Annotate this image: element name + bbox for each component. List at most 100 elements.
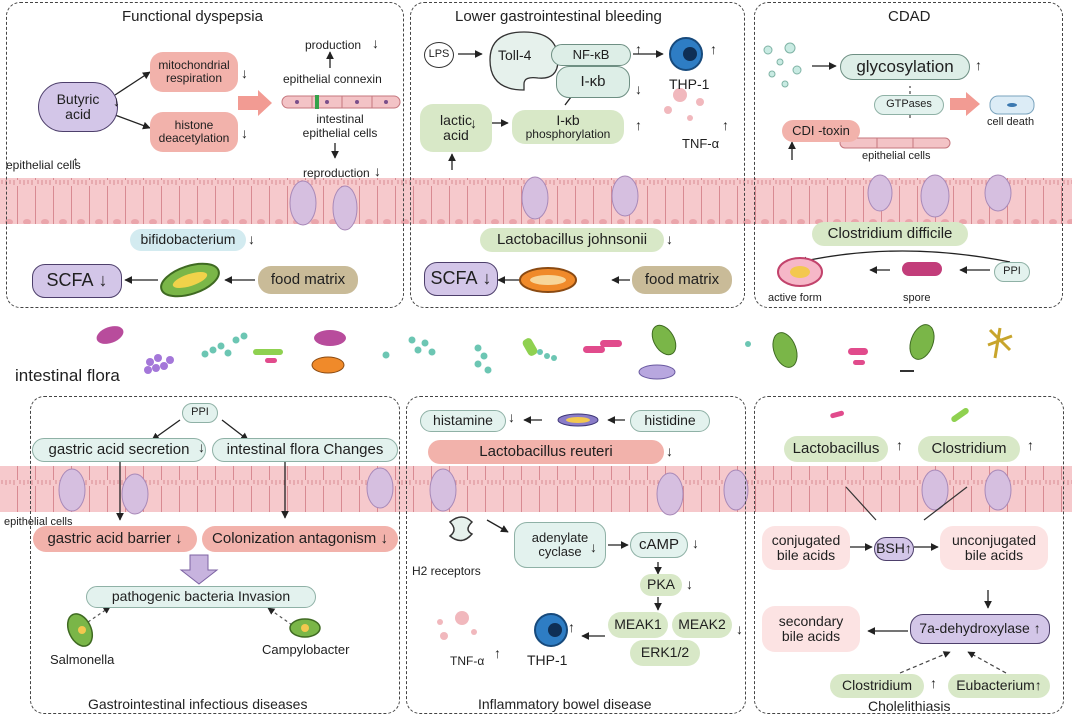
lactobacillus-node: Lactobacillus (784, 436, 888, 462)
clostridium2-label: Clostridium (841, 677, 912, 694)
lactic-acid-node: lactic acid (420, 104, 492, 152)
scfa-node: SCFA ↓ (32, 264, 122, 298)
lreuteri-node: Lactobacillus reuteri (428, 440, 664, 464)
lactic-acid-label: lactic acid (440, 111, 472, 143)
ac-label-1: adenylate (531, 529, 589, 545)
campylobacter-bacterium (289, 618, 321, 638)
histamine-node: histamine (420, 410, 506, 432)
lps-label: LPS (428, 48, 450, 61)
goblet-cell (121, 473, 149, 515)
glycosylation-label: glycosylation (856, 56, 954, 76)
salmon-arrow (950, 92, 980, 116)
down-arrow: ↓ (666, 231, 673, 247)
goblet-cell (366, 467, 394, 509)
bifido-label: bifidobacterium (140, 231, 236, 248)
ikb-phos-label-1: I-κb (556, 111, 580, 128)
h2-receptor-shape (448, 516, 474, 542)
lacto-johnsonii-label: Lactobacillus johnsonii (496, 230, 648, 248)
down-arrow: ↓ (374, 163, 381, 179)
gastric-acid-barrier-node: gastric acid barrier ↓ (33, 526, 197, 552)
gastric-acid-secretion-node: gastric acid secretion (32, 438, 206, 462)
scfa-label: SCFA (46, 270, 94, 291)
pka-node: PKA (640, 574, 682, 596)
c-difficile-node: Clostridium difficile (812, 222, 968, 246)
iec-label: intestinal epithelial cells (302, 112, 378, 140)
gtpases-label: GTPases (886, 98, 932, 111)
down-arrow: ↓ (692, 535, 699, 551)
salmonella-label: Salmonella (50, 652, 115, 667)
sba-label-1: secondary (778, 612, 844, 629)
dehydroxylase-label: 7a-dehydroxylase (919, 620, 1030, 637)
panel-gi-infectious (30, 396, 400, 714)
down-arrow: ↓ (198, 439, 205, 455)
cell-death-label: cell death (987, 116, 1035, 128)
up-arrow: ↑ (1027, 437, 1034, 453)
clostridium2-node: Clostridium (830, 674, 924, 698)
histamine-label: histamine (433, 412, 493, 429)
goblet-cell (921, 469, 949, 511)
tnf-label: TNF-α (682, 136, 720, 151)
goblet-cell (58, 468, 86, 512)
down-arrow: ↓ (590, 539, 597, 555)
uba-label-1: unconjugated (951, 531, 1037, 548)
panel-title: Cholelithiasis (868, 698, 951, 714)
up-arrow: ↑ (494, 645, 501, 661)
toll4-label: Toll-4 (498, 47, 532, 63)
up-arrow: ↑ (635, 117, 642, 133)
panel-title: Functional dyspepsia (122, 8, 263, 25)
up-arrow: ↑ (930, 675, 937, 691)
down-arrow: ↓ (248, 231, 255, 247)
up-arrow: ↑ (975, 57, 982, 73)
goblet-cell (984, 469, 1012, 511)
secondary-node: secondary bile acids (762, 606, 860, 652)
down-arrow: ↓ (666, 443, 673, 459)
nfkb-node: NF-κB (551, 44, 631, 66)
ifc-label: intestinal flora Changes (226, 440, 384, 458)
goblet-cell (984, 174, 1012, 212)
camp-label: cAMP (638, 535, 679, 553)
up-arrow: ↑ (710, 41, 717, 57)
down-arrow: ↓ (113, 93, 120, 109)
down-arrow: ↓ (686, 576, 693, 592)
gab-label: gastric acid barrier (47, 529, 171, 547)
dehydroxylase-node: 7a-dehydroxylase ↑ (910, 614, 1050, 644)
meak2-label: MEAK2 (678, 616, 726, 633)
histone-label: histone deacetylation (158, 118, 230, 145)
lacto-johnsonii-node: Lactobacillus johnsonii (480, 228, 664, 252)
ikb-phos-node: I-κb phosphorylation (512, 110, 624, 144)
panel-title: Gastrointestinal infectious diseases (88, 696, 308, 712)
down-arrow: ↓ (241, 125, 248, 141)
salmon-arrow (238, 90, 272, 116)
up-arrow: ↑ (1034, 677, 1042, 694)
down-arrow: ↓ (508, 409, 515, 425)
bifido-node: bifidobacterium (130, 229, 246, 251)
meak1-label: MEAK1 (614, 616, 662, 633)
camp-node: cAMP (630, 532, 688, 558)
pka-label: PKA (646, 576, 675, 593)
epithelial-strip-cdad (839, 137, 951, 149)
panel-cholelithiasis (754, 396, 1064, 714)
up-arrow: ↑ (904, 540, 912, 557)
lps-node: LPS (424, 42, 454, 68)
scfa-node-lgb: SCFA ↓ (424, 262, 498, 296)
clostridium-node: Clostridium (918, 436, 1020, 462)
panel-title: Lower gastrointestinal bleeding (455, 8, 662, 25)
h2-receptors-label: H2 receptors (412, 564, 481, 578)
cdi-toxin-label: CDI -toxin (792, 122, 850, 138)
ppi-node-gid: PPI (182, 403, 218, 423)
up-arrow: ↑ (1033, 620, 1041, 637)
lilac-arrow (179, 554, 219, 585)
bacterium-orange (519, 267, 577, 293)
panel-title: CDAD (888, 8, 931, 25)
conjugated-node: conjugated bile acids (762, 526, 850, 570)
pathogenic-invasion-node: pathogenic bacteria Invasion (86, 586, 316, 608)
up-arrow: ↑ (72, 153, 79, 169)
histone-node: histone deacetylation (150, 112, 238, 152)
intestinal-flora-label: intestinal flora (15, 366, 120, 385)
bsh-node: BSH↑ (874, 537, 914, 561)
down-arrow: ↓ (175, 529, 183, 547)
connexin-label: epithelial connexin (283, 72, 382, 86)
mito-node: mitochondrial respiration (150, 52, 238, 92)
